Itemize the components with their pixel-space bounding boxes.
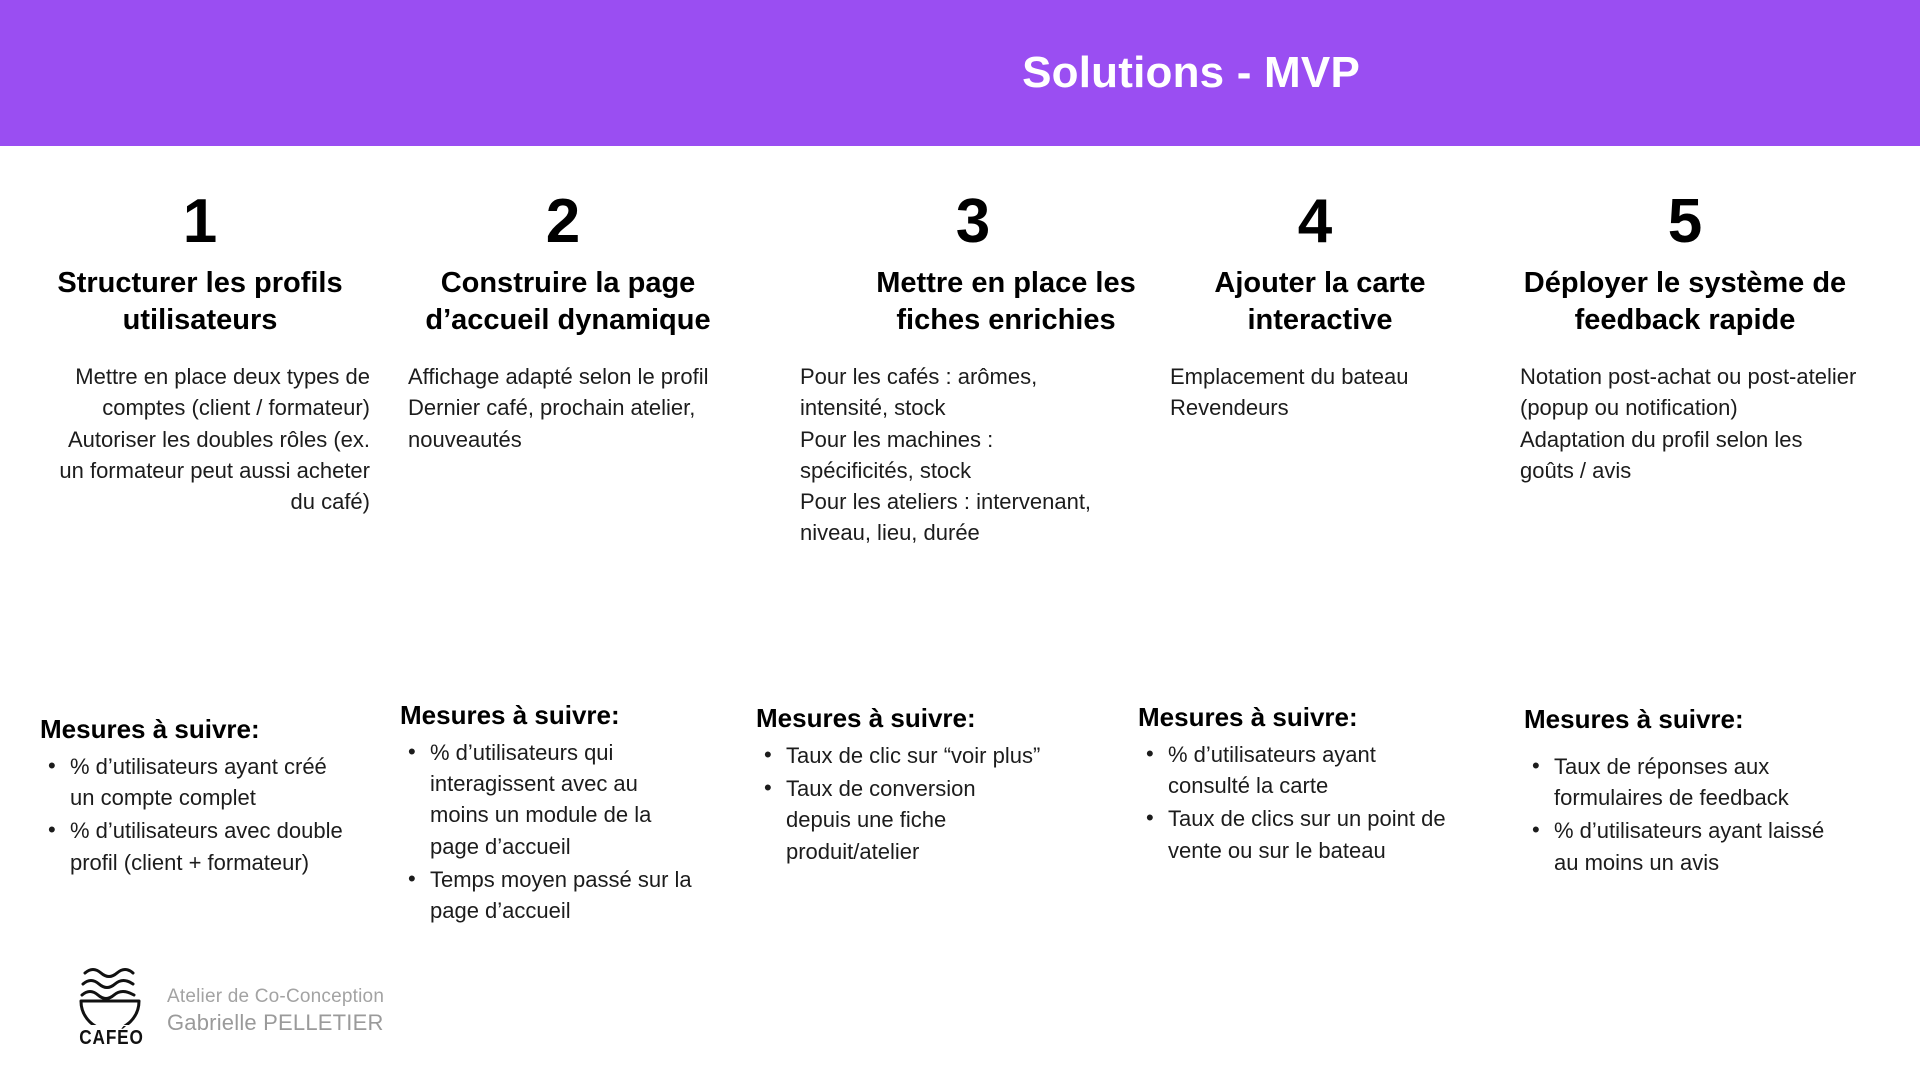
page-title: Solutions - MVP: [1022, 48, 1360, 97]
measures-title-2: Mesures à suivre:: [400, 700, 620, 730]
step-number-3: 3: [955, 187, 991, 256]
measures-title-1: Mesures à suivre:: [40, 714, 260, 744]
list-item: Taux de clic sur “voir plus”: [756, 739, 1046, 771]
footer-author: Gabrielle PELLETIER: [167, 1009, 384, 1035]
list-item: % d’utilisateurs qui interagissent avec …: [400, 736, 700, 862]
step-number-4: 4: [1297, 187, 1333, 256]
step-title-3: Mettre en place les fiches enrichies: [876, 267, 1136, 337]
step-column-5: 5 Déployer le système de feedback rapide…: [1520, 191, 1860, 486]
measures-list-1: % d’utilisateurs ayant créé un compte co…: [40, 750, 350, 878]
measures-block-2: Mesures à suivre: % d’utilisateurs qui i…: [400, 700, 700, 928]
footer-text: Atelier de Co-Conception Gabrielle PELLE…: [167, 985, 384, 1050]
step-title-4: Ajouter la carte interactive: [1214, 267, 1426, 337]
step-body-1: Mettre en place deux types de comptes (c…: [59, 364, 370, 515]
list-item: % d’utilisateurs avec double profil (cli…: [40, 814, 350, 877]
footer-subtitle: Atelier de Co-Conception: [167, 985, 385, 1007]
list-item: % d’utilisateurs ayant laissé au moins u…: [1524, 814, 1854, 877]
step-column-4: 4 Ajouter la carte interactive Emplaceme…: [1170, 191, 1470, 424]
measures-list-3: Taux de clic sur “voir plus” Taux de con…: [756, 739, 1046, 867]
list-item: Taux de conversion depuis une fiche prod…: [756, 772, 1046, 867]
slide-header-band: Solutions - MVP: [0, 0, 1920, 146]
step-body-2: Affichage adapté selon le profil Dernier…: [408, 364, 709, 452]
measures-block-1: Mesures à suivre: % d’utilisateurs ayant…: [40, 714, 350, 880]
measures-title-4: Mesures à suivre:: [1138, 702, 1358, 732]
measures-title-3: Mesures à suivre:: [756, 703, 976, 733]
measures-list-5: Taux de réponses aux formulaires de feed…: [1524, 750, 1854, 878]
steps-container: 1 Structurer les profils utilisateurs Me…: [0, 146, 1920, 866]
measures-block-3: Mesures à suivre: Taux de clic sur “voir…: [756, 703, 1046, 869]
step-number-1: 1: [182, 187, 218, 256]
step-column-2: 2 Construire la page d’accueil dynamique…: [408, 191, 728, 455]
step-number-5: 5: [1667, 187, 1703, 256]
step-title-1: Structurer les profils utilisateurs: [57, 267, 343, 337]
measures-block-4: Mesures à suivre: % d’utilisateurs ayant…: [1138, 702, 1448, 868]
measures-list-2: % d’utilisateurs qui interagissent avec …: [400, 736, 700, 926]
step-body-3: Pour les cafés : arômes, intensité, stoc…: [800, 364, 1092, 546]
measures-block-5: Mesures à suivre: Taux de réponses aux f…: [1524, 704, 1854, 880]
step-title-5: Déployer le système de feedback rapide: [1523, 267, 1847, 337]
list-item: Taux de réponses aux formulaires de feed…: [1524, 750, 1854, 813]
step-column-3: 3 Mettre en place les fiches enrichies P…: [800, 187, 1136, 549]
step-title-2: Construire la page d’accueil dynamique: [425, 267, 711, 337]
list-item: Temps moyen passé sur la page d’accueil: [400, 863, 700, 926]
brand-logo: CAFÉO: [75, 963, 147, 1050]
footer: CAFÉO Atelier de Co-Conception Gabrielle…: [75, 963, 384, 1050]
list-item: % d’utilisateurs ayant consulté la carte: [1138, 738, 1448, 801]
measures-title-5: Mesures à suivre:: [1524, 704, 1744, 734]
brand-wordmark: CAFÉO: [78, 1027, 144, 1049]
list-item: % d’utilisateurs ayant créé un compte co…: [40, 750, 350, 813]
step-number-2: 2: [545, 187, 581, 256]
measures-list-4: % d’utilisateurs ayant consulté la carte…: [1138, 738, 1448, 866]
step-body-4: Emplacement du bateau Revendeurs: [1170, 364, 1409, 421]
list-item: Taux de clics sur un point de vente ou s…: [1138, 802, 1448, 865]
step-body-5: Notation post-achat ou post-atelier (pop…: [1520, 364, 1857, 483]
coffee-cup-waves-icon: [77, 963, 145, 1025]
step-column-1: 1 Structurer les profils utilisateurs Me…: [40, 191, 370, 517]
